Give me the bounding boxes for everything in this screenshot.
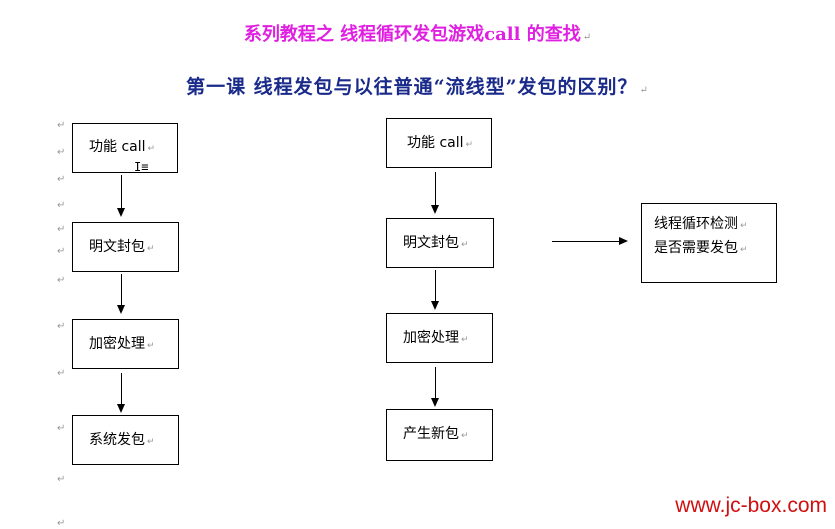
right-box-function-call[interactable]: 功能 call↵	[386, 118, 492, 168]
return-mark: ↵	[465, 140, 474, 150]
left-arrow-2	[117, 274, 125, 314]
paragraph-mark: ↵	[57, 321, 66, 332]
side-box-thread-loop-check[interactable]: 线程循环检测↵ 是否需要发包↵	[641, 203, 777, 283]
left-arrow-1	[117, 175, 125, 217]
left-arrow-3	[117, 373, 125, 413]
return-mark: ↵	[461, 431, 469, 441]
lesson-heading: 第一课 线程发包与以往普通“流线型”发包的区别？↵	[186, 76, 649, 98]
return-mark: ↵	[639, 85, 649, 96]
watermark: www.jc-box.com	[675, 494, 827, 517]
document-title: 系列教程之 线程循环发包游戏call 的查找↵	[243, 24, 592, 45]
return-mark: ↵	[740, 221, 748, 231]
right-arrow-2	[431, 270, 439, 310]
paragraph-mark: ↵	[57, 200, 66, 211]
return-mark: ↵	[147, 244, 155, 254]
left-box-plain-packet[interactable]: 明文封包↵	[72, 222, 179, 272]
paragraph-mark: ↵	[57, 368, 66, 379]
paragraph-mark: ↵	[57, 518, 66, 529]
return-mark: ↵	[461, 240, 469, 250]
paragraph-mark: ↵	[57, 120, 66, 131]
right-arrow-1	[431, 172, 439, 214]
return-mark: ↵	[147, 437, 155, 447]
left-box-function-call[interactable]: 功能 call↵	[72, 123, 178, 173]
right-box-new-packet[interactable]: 产生新包↵	[386, 409, 493, 461]
right-box-plain-packet[interactable]: 明文封包↵	[386, 218, 494, 268]
paragraph-mark: ↵	[57, 147, 66, 158]
left-box-encrypt[interactable]: 加密处理↵	[72, 319, 179, 369]
return-mark: ↵	[740, 245, 748, 255]
left-box-system-send[interactable]: 系统发包↵	[72, 415, 179, 465]
return-mark: ↵	[461, 335, 469, 345]
paragraph-mark: ↵	[57, 275, 66, 286]
return-mark: ↵	[147, 341, 155, 351]
return-mark: ↵	[582, 32, 592, 43]
right-arrow-3	[431, 367, 439, 407]
paragraph-mark: ↵	[57, 474, 66, 485]
paragraph-mark: ↵	[57, 174, 66, 185]
paragraph-mark: ↵	[57, 423, 66, 434]
return-mark: ↵	[147, 144, 156, 154]
text-cursor-icon: I≡	[134, 160, 149, 174]
side-arrow	[552, 237, 628, 245]
paragraph-mark: ↵	[57, 224, 66, 235]
right-box-encrypt[interactable]: 加密处理↵	[386, 313, 493, 363]
paragraph-mark: ↵	[57, 246, 66, 257]
